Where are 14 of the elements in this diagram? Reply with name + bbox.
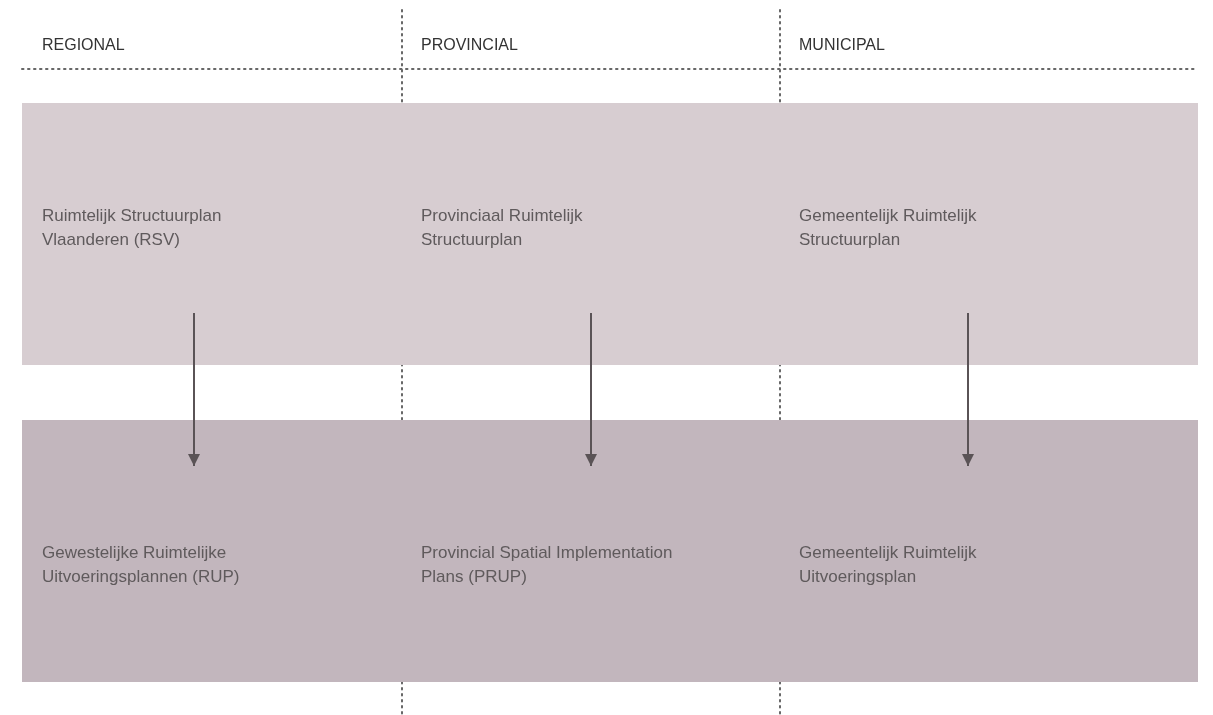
arrow <box>188 312 200 467</box>
plan-text: Ruimtelijk Structuurplan Vlaanderen (RSV) <box>42 204 287 313</box>
arrow <box>962 312 974 467</box>
plan-text: Gemeentelijk Ruimtelijk Structuurplan <box>799 204 1031 313</box>
column-heading: REGIONAL <box>42 36 125 54</box>
plan-text: Gemeentelijk Ruimtelijk Uitvoeringsplan <box>799 466 1031 596</box>
plan-text: Provinciaal Ruimtelijk Structuurplan <box>421 204 683 313</box>
band-background <box>22 420 1198 682</box>
column-heading: PROVINCIAL <box>421 36 518 54</box>
plan-text: Provincial Spatial Implementation Plans (PRUP) <box>421 466 683 596</box>
column-heading: MUNICIPAL <box>799 36 885 54</box>
band-background <box>22 103 1198 365</box>
plan-text: Gewestelijke Ruimtelijke Uitvoeringsplannen (RUP) <box>42 466 287 596</box>
arrow <box>585 312 597 467</box>
